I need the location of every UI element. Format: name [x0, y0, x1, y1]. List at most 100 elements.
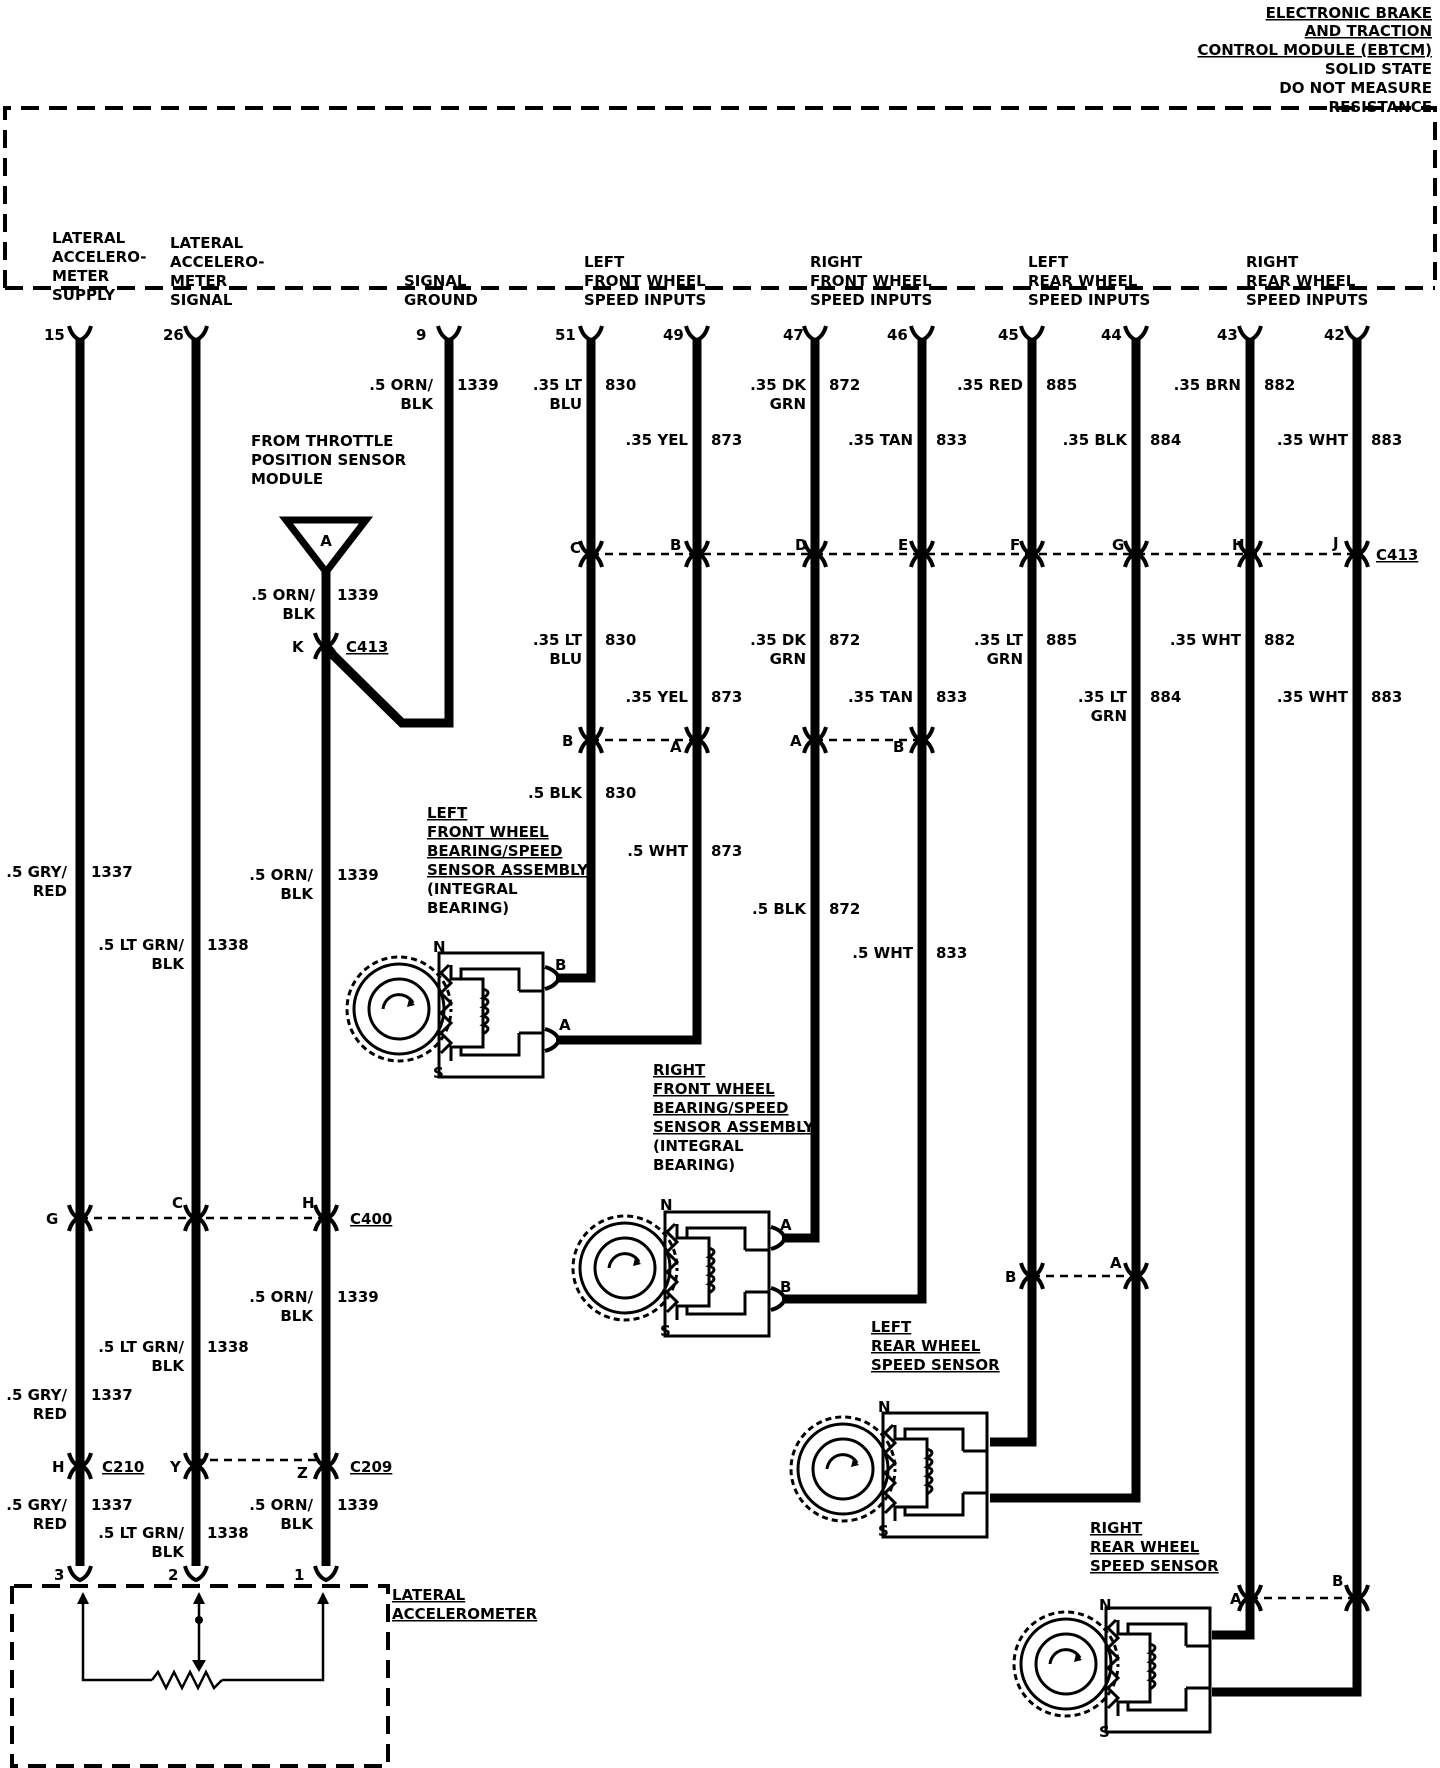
connector-label: C210 [102, 1458, 144, 1476]
pole-label: N [660, 1196, 673, 1214]
lat-accel-label: ACCELEROMETER [392, 1605, 538, 1623]
wire-color: BLK [151, 955, 185, 973]
wire-color: .35 TAN [848, 431, 913, 449]
wire-circuit: 1339 [337, 1288, 379, 1306]
lr-sensor-label: LEFT [871, 1318, 912, 1336]
wire-color: BLK [400, 395, 434, 413]
cavity-label: A [670, 738, 682, 756]
wire-circuit: 884 [1150, 431, 1181, 449]
wire-circuit: 873 [711, 688, 742, 706]
lat-signal-label: ACCELERO- [170, 253, 264, 271]
wire-color: .5 GRY/ [6, 863, 67, 881]
cavity-label: B [1332, 1572, 1343, 1590]
wire-circuit: 873 [711, 842, 742, 860]
wire-885 [990, 338, 1037, 1447]
lat-supply-label: METER [52, 267, 110, 285]
cavity-label: B [562, 732, 573, 750]
cavity-label: B [1005, 1268, 1016, 1286]
wire-circuit: 882 [1264, 631, 1295, 649]
module-title-line: AND TRACTION [1305, 22, 1432, 40]
pole-label: N [433, 938, 446, 956]
rf-sensor: N S A B RIGHT FRONT WHEEL BEARING/SPEED … [571, 1061, 815, 1340]
wire-872 [782, 338, 820, 1243]
wire-circuit: 830 [605, 784, 636, 802]
pole-label: S [1099, 1723, 1110, 1741]
wire-circuit: 1339 [337, 1496, 379, 1514]
lf-sensor-label: SENSOR ASSEMBLY [427, 861, 589, 879]
rf-sensor-label: RIGHT [653, 1061, 706, 1079]
pin-number: 42 [1324, 326, 1345, 344]
rr-sensor: N S RIGHT REAR WHEEL SPEED SENSOR [1012, 1519, 1219, 1741]
from-tps-label: MODULE [251, 470, 323, 488]
pin-number: 49 [663, 326, 684, 344]
cavity-label: Y [169, 1458, 182, 1476]
wire-color: BLK [151, 1357, 185, 1375]
wire-color: .5 LT GRN/ [98, 1524, 184, 1542]
wire-color: .5 LT GRN/ [98, 1338, 184, 1356]
sensor-connectors-rear: B A A B [1005, 1254, 1370, 1613]
pole-label: N [1099, 1596, 1112, 1614]
wire-color: RED [33, 1405, 67, 1423]
wire-color: RED [33, 1515, 67, 1533]
wire-circuit: 830 [605, 376, 636, 394]
wire-color: .5 ORN/ [249, 866, 313, 884]
cavity-label: B [555, 956, 566, 974]
pin-number: 51 [555, 326, 576, 344]
connector-c413: C B D E F G H J C413 [570, 534, 1418, 569]
cavity-label: Z [297, 1464, 308, 1482]
lr-inputs-label: LEFT [1028, 253, 1069, 271]
rf-inputs-label: SPEED INPUTS [810, 291, 932, 309]
cavity-label: C [570, 539, 581, 557]
connector-label: C413 [1376, 546, 1418, 564]
pin-number: 44 [1101, 326, 1122, 344]
wire-color: .35 RED [957, 376, 1023, 394]
wire-circuit: 1338 [207, 1338, 249, 1356]
pole-label: N [878, 1398, 891, 1416]
rf-inputs-label: RIGHT [810, 253, 863, 271]
wire-circuit: 1337 [91, 1496, 133, 1514]
rr-sensor-label: RIGHT [1090, 1519, 1143, 1537]
rf-inputs-label: FRONT WHEEL [810, 272, 932, 290]
pin-number: 26 [163, 326, 184, 344]
pole-label: S [660, 1322, 671, 1340]
cavity-label: A [1230, 1590, 1242, 1608]
wire-circuit: 885 [1046, 631, 1077, 649]
wire-color: RED [33, 882, 67, 900]
connector-c413-k: K C413 [292, 631, 388, 661]
rr-inputs-label: SPEED INPUTS [1246, 291, 1368, 309]
lf-sensor-label: BEARING/SPEED [427, 842, 563, 860]
pole-label: S [878, 1522, 889, 1540]
cavity-label: G [1112, 536, 1124, 554]
wire-color: BLU [549, 650, 582, 668]
rr-sensor-label: SPEED SENSOR [1090, 1557, 1219, 1575]
lr-inputs-label: SPEED INPUTS [1028, 291, 1150, 309]
wire-circuit: 883 [1371, 688, 1402, 706]
cavity-label: D [795, 536, 807, 554]
connector-label: C209 [350, 1458, 392, 1476]
connector-label: C400 [350, 1210, 392, 1228]
wire-color: .35 DK [750, 631, 807, 649]
wire-color: .5 ORN/ [369, 376, 433, 394]
lf-inputs-label: FRONT WHEEL [584, 272, 706, 290]
cavity-label: B [893, 738, 904, 756]
from-tps-label: FROM THROTTLE [251, 432, 393, 450]
wire-circuit: 833 [936, 688, 967, 706]
wire-circuit: 1339 [337, 586, 379, 604]
wire-color: .35 LT [533, 631, 583, 649]
wire-circuit: 830 [605, 631, 636, 649]
lat-signal-label: LATERAL [170, 234, 244, 252]
cavity-label: A [780, 1216, 792, 1234]
wire-color: .35 DK [750, 376, 807, 394]
pin-number: 47 [783, 326, 804, 344]
wire-color: .5 GRY/ [6, 1496, 67, 1514]
cavity-label: B [670, 536, 681, 554]
wire-873 [556, 338, 702, 1045]
pin-number: 3 [54, 1566, 64, 1584]
lateral-accelerometer: 3 2 1 LATERAL ACCELEROMETER [10, 1564, 538, 1768]
module-title-line: ELECTRONIC BRAKE [1266, 4, 1432, 22]
wire-color: .35 WHT [1277, 688, 1349, 706]
triangle-label: A [320, 532, 332, 550]
wire-883 [1212, 338, 1362, 1697]
wire-color: BLK [282, 605, 316, 623]
lf-sensor-label: LEFT [427, 804, 468, 822]
